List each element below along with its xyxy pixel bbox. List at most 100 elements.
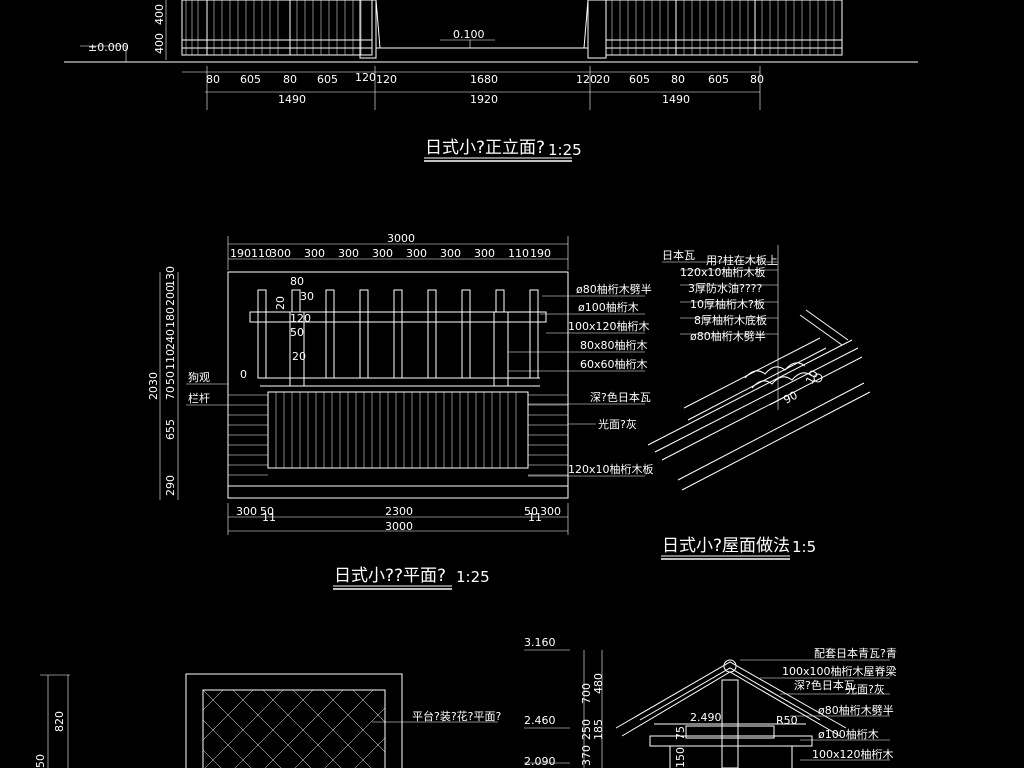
plan-callout: 60x60柚桁木 <box>580 357 648 371</box>
section-callout: 100x120柚桁木 <box>812 747 894 761</box>
plan-callout: ø80柚桁木劈半 <box>576 282 652 296</box>
section-callout: ø80柚桁木劈半 <box>818 703 894 717</box>
lower-plan-label: 平台?装?花?平面? <box>412 709 502 723</box>
plan-dim: 190 <box>530 247 551 260</box>
roof-detail-title: 日式小?屋面做法 <box>662 536 790 556</box>
plan-inner-dim: 20 <box>274 296 287 310</box>
section-callout: 光面?灰 <box>846 682 885 696</box>
level-top: 0.100 <box>453 28 485 41</box>
plan-dim: 300 <box>372 247 393 260</box>
roof-callout: 日本瓦 <box>662 248 695 262</box>
lower-left-dim2: 50 <box>34 754 47 768</box>
lower-left-dim: 820 <box>53 711 66 732</box>
plan-dim: 300 <box>270 247 291 260</box>
elev-dim: 120 <box>576 73 597 86</box>
roof-detail-callouts: 日本瓦 用?柱在木板上 120x10柚桁木板 3厚防水油???? 10厚柚桁木?… <box>662 245 779 410</box>
roof-callout: 3厚防水油???? <box>688 281 763 295</box>
plan-scale: 1:25 <box>456 568 490 586</box>
plan-callout: 100x120柚桁木 <box>568 319 650 333</box>
elev-dim: 605 <box>629 73 650 86</box>
section-level: 2.490 <box>690 711 722 724</box>
roof-callout: 120x10柚桁木板 <box>680 265 766 279</box>
plan-dim: 655 <box>164 419 177 440</box>
plan-posts <box>257 289 539 379</box>
section-vdim: 480 <box>592 673 605 694</box>
section-small-dim: 150 <box>674 747 687 768</box>
section-radius: R50 <box>776 714 798 727</box>
front-elevation: ±0.000 400 400 0.100 <box>64 0 918 162</box>
plan-callout: 光面?灰 <box>598 417 637 431</box>
elev-dim: 20 <box>596 73 610 86</box>
plan-callout: 深?色日本瓦 <box>590 390 651 404</box>
elev-dim: 80 <box>206 73 220 86</box>
plan-dim: 300 <box>406 247 427 260</box>
section-levels: 3.160 2.460 2.090 2.490 <box>524 636 722 768</box>
elev-dim: 605 <box>708 73 729 86</box>
elev-vdim-1: 400 <box>153 4 166 25</box>
section-vdim: 370 <box>580 745 593 766</box>
plan-dim: 290 <box>164 475 177 496</box>
roof-callout: 8厚柚桁木底板 <box>694 313 767 327</box>
section-level: 3.160 <box>524 636 556 649</box>
lower-section: 3.160 2.460 2.090 2.490 700 480 370 250 … <box>524 636 897 768</box>
plan-dim: 180 <box>164 307 177 328</box>
elev-vdim-2: 400 <box>153 33 166 54</box>
plan-dim: 110 <box>164 349 177 370</box>
plan-bottom-sub: 11 <box>262 511 276 524</box>
plan-dim: 300 <box>338 247 359 260</box>
section-level: 2.090 <box>524 755 556 768</box>
left-fence-slats <box>185 0 362 55</box>
section-small-dim: 75 <box>674 726 687 740</box>
section-callout: 深?色日本瓦 <box>794 678 855 692</box>
section-vdim: 185 <box>592 719 605 740</box>
elevation-scale: 1:25 <box>548 141 582 159</box>
roof-tile-hatch <box>275 392 517 468</box>
plan-side-label: 栏杆 <box>188 391 210 405</box>
lattice-hatch <box>202 689 386 768</box>
elev-dim-right: 1490 <box>662 93 690 106</box>
roof-callout: ø80柚桁木劈半 <box>690 329 766 343</box>
elev-dim: 605 <box>240 73 261 86</box>
roof-callout: 用?柱在木板上 <box>706 253 778 267</box>
plan-bottom-dim: 300 <box>236 505 257 518</box>
plan-dim: 240 <box>164 329 177 350</box>
plan-callout: 120x10柚桁木板 <box>568 462 654 476</box>
plan-inner-dim: 120 <box>290 312 311 325</box>
plan-bottom-sub: 11 <box>528 511 542 524</box>
section-callouts: 配套日本青瓦?青 100x100柚桁木屋脊梁 深?色日本瓦 光面?灰 ø80柚桁… <box>740 646 897 761</box>
plan-callouts: ø80柚桁木劈半 ø100柚桁木 100x120柚桁木 80x80柚桁木 60x… <box>508 282 654 477</box>
plan-inner-dim: 20 <box>292 350 306 363</box>
plan-top-segments: 190 110 300 300 300 300 300 300 300 110 … <box>230 247 551 260</box>
plan-inner-dim: 0 <box>240 368 247 381</box>
elevation-dims-row1: 80 605 80 605 120 120 1680 120 20 605 80… <box>206 71 764 86</box>
elev-dim: 120 <box>376 73 397 86</box>
section-vdim: 700 <box>580 683 593 704</box>
elev-dim: 1680 <box>470 73 498 86</box>
gate-plan: 3000 190 110 300 300 300 300 300 300 300… <box>147 232 654 590</box>
elev-dim-center: 1920 <box>470 93 498 106</box>
plan-top-total: 3000 <box>387 232 415 245</box>
lower-plan: 820 50 平台?装?花?平面? <box>34 673 502 768</box>
level-zero: ±0.000 <box>88 41 129 54</box>
roof-dim: 10 <box>803 368 821 386</box>
plan-inner-dim: 80 <box>290 275 304 288</box>
roof-callout: 10厚柚桁木?板 <box>690 297 765 311</box>
roof-detail-scale: 1:5 <box>792 538 816 556</box>
section-level: 2.460 <box>524 714 556 727</box>
elev-dim: 80 <box>283 73 297 86</box>
plan-bottom-dim: 2300 <box>385 505 413 518</box>
roof-layers <box>647 309 871 491</box>
plan-dim: 70 <box>164 386 177 400</box>
plan-dim: 110 <box>251 247 272 260</box>
plan-callout: ø100柚桁木 <box>578 300 639 314</box>
plan-dim: 300 <box>440 247 461 260</box>
section-vdim: 250 <box>580 719 593 740</box>
plan-dim: 300 <box>474 247 495 260</box>
section-callout: 配套日本青瓦?青 <box>814 646 897 660</box>
plan-dim: 130 <box>164 266 177 287</box>
right-fence-slats <box>611 0 835 55</box>
plan-dim: 110 <box>508 247 529 260</box>
section-callout: ø100柚桁木 <box>818 727 879 741</box>
elev-dim: 80 <box>671 73 685 86</box>
